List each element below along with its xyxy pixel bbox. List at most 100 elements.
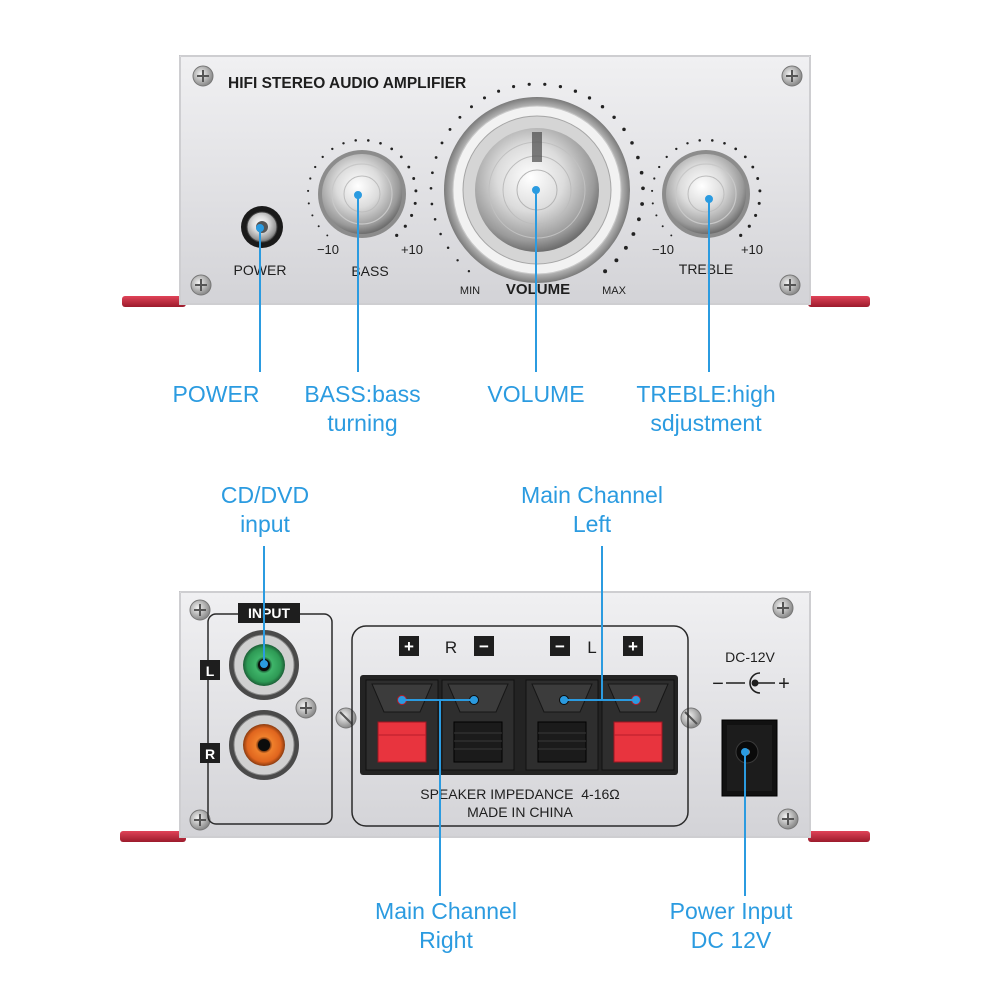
minus-badge-l-text: − [555,637,565,656]
rear-screws [189,597,799,831]
scale-dot [637,217,641,222]
dc-label: DC-12V [725,649,775,665]
scale-dot [639,170,644,175]
scale-dot [367,139,370,142]
scale-dot [612,115,616,120]
scale-dot [307,202,310,205]
bass-scale-dots [307,139,418,237]
callout-left-line2: Left [572,511,612,537]
scale-dot [670,234,673,237]
callout-power: POWER [156,380,276,409]
scale-dot [543,82,547,86]
scale-dot [390,147,394,151]
plus-badge-l-text: + [628,637,638,656]
terminal-left-plus[interactable] [601,679,675,771]
scale-dot [413,201,417,205]
scale-dot [757,201,761,205]
callout-right-line2: Right [419,927,473,953]
scale-dot [751,165,755,169]
scale-dot [456,259,459,262]
scale-dot [739,233,743,237]
scale-dot [470,105,473,109]
dc-polarity-icon: − + [712,672,790,695]
callout-treble-line2: sdjustment [650,410,762,436]
callout-bass-line2: turning [327,410,398,436]
scale-dot [379,141,382,145]
dc-power-jack[interactable] [721,719,778,797]
front-foot-left [122,296,186,307]
callout-main-channel-right: Main Channel Right [356,897,536,955]
callout-bass-line1: BASS:bass [304,381,421,407]
scale-dot [651,189,654,192]
polarity-plus: + [778,673,790,695]
rear-foot-left [120,831,186,842]
scale-dot [433,218,437,221]
scale-dot [675,147,678,151]
rear-leader-lines [260,546,749,896]
treble-label: TREBLE [679,261,733,277]
scale-dot [711,139,714,142]
scale-dot [600,104,605,109]
scale-dot [653,177,656,180]
scale-dot [354,139,357,142]
bass-knob[interactable] [318,150,406,238]
scale-dot [573,89,578,93]
terminal-right-plus[interactable] [365,679,439,771]
plus-badge-r [399,636,419,656]
polarity-minus: − [712,673,724,695]
scale-dot [630,141,634,145]
scale-dot [658,165,661,169]
channel-l-label: L [587,638,596,657]
bass-label: BASS [351,263,388,279]
scale-dot [434,156,438,159]
callout-left-line1: Main Channel [521,482,663,508]
callout-bass: BASS:bass turning [290,380,435,438]
front-panel-title: HIFI STEREO AUDIO AMPLIFIER [228,75,466,92]
input-r-box [200,743,220,763]
scale-dot [758,189,762,193]
scale-dot [527,82,531,86]
scale-dot [410,213,414,217]
terminal-right-minus[interactable] [441,679,515,771]
scale-dot [587,96,592,100]
scale-dot [686,142,689,145]
callout-power-input: Power Input DC 12V [656,897,806,955]
minus-badge-r [474,636,494,656]
input-label-box [238,603,300,623]
treble-knob[interactable] [662,150,750,238]
scale-dot [395,233,399,237]
scale-dot [414,189,418,193]
scale-dot [665,155,668,159]
scale-dot [431,171,434,175]
rca-right-jack[interactable] [229,710,299,780]
scale-dot [403,224,407,228]
scale-dot [482,96,487,100]
scale-dot [631,232,636,236]
scale-dot [622,127,626,132]
volume-scale-dots [429,82,645,274]
terminal-left-minus[interactable] [525,679,599,771]
input-label: INPUT [248,605,290,621]
scale-dot [307,189,310,192]
treble-max-label: +10 [741,242,763,257]
minus-badge-r-text: − [479,637,489,656]
scale-dot [314,165,317,169]
plus-badge-r-text: + [404,637,414,656]
front-screws [190,65,803,296]
callout-power-line2: DC 12V [690,927,772,953]
scale-dot [407,165,411,169]
scale-dot [754,213,758,217]
speaker-section-border [351,625,689,827]
scale-dot [723,141,726,145]
scale-dot [641,186,645,191]
treble-scale-dots [651,139,762,237]
scale-dot [512,85,516,89]
scale-dot [651,202,654,205]
channel-r-label: R [445,638,457,657]
callout-treble-line1: TREBLE:high [636,381,776,407]
callout-input-line1: CD/DVD [220,482,310,508]
scale-dot [430,202,434,206]
volume-label: VOLUME [506,281,570,298]
callout-input-line2: input [240,511,290,537]
